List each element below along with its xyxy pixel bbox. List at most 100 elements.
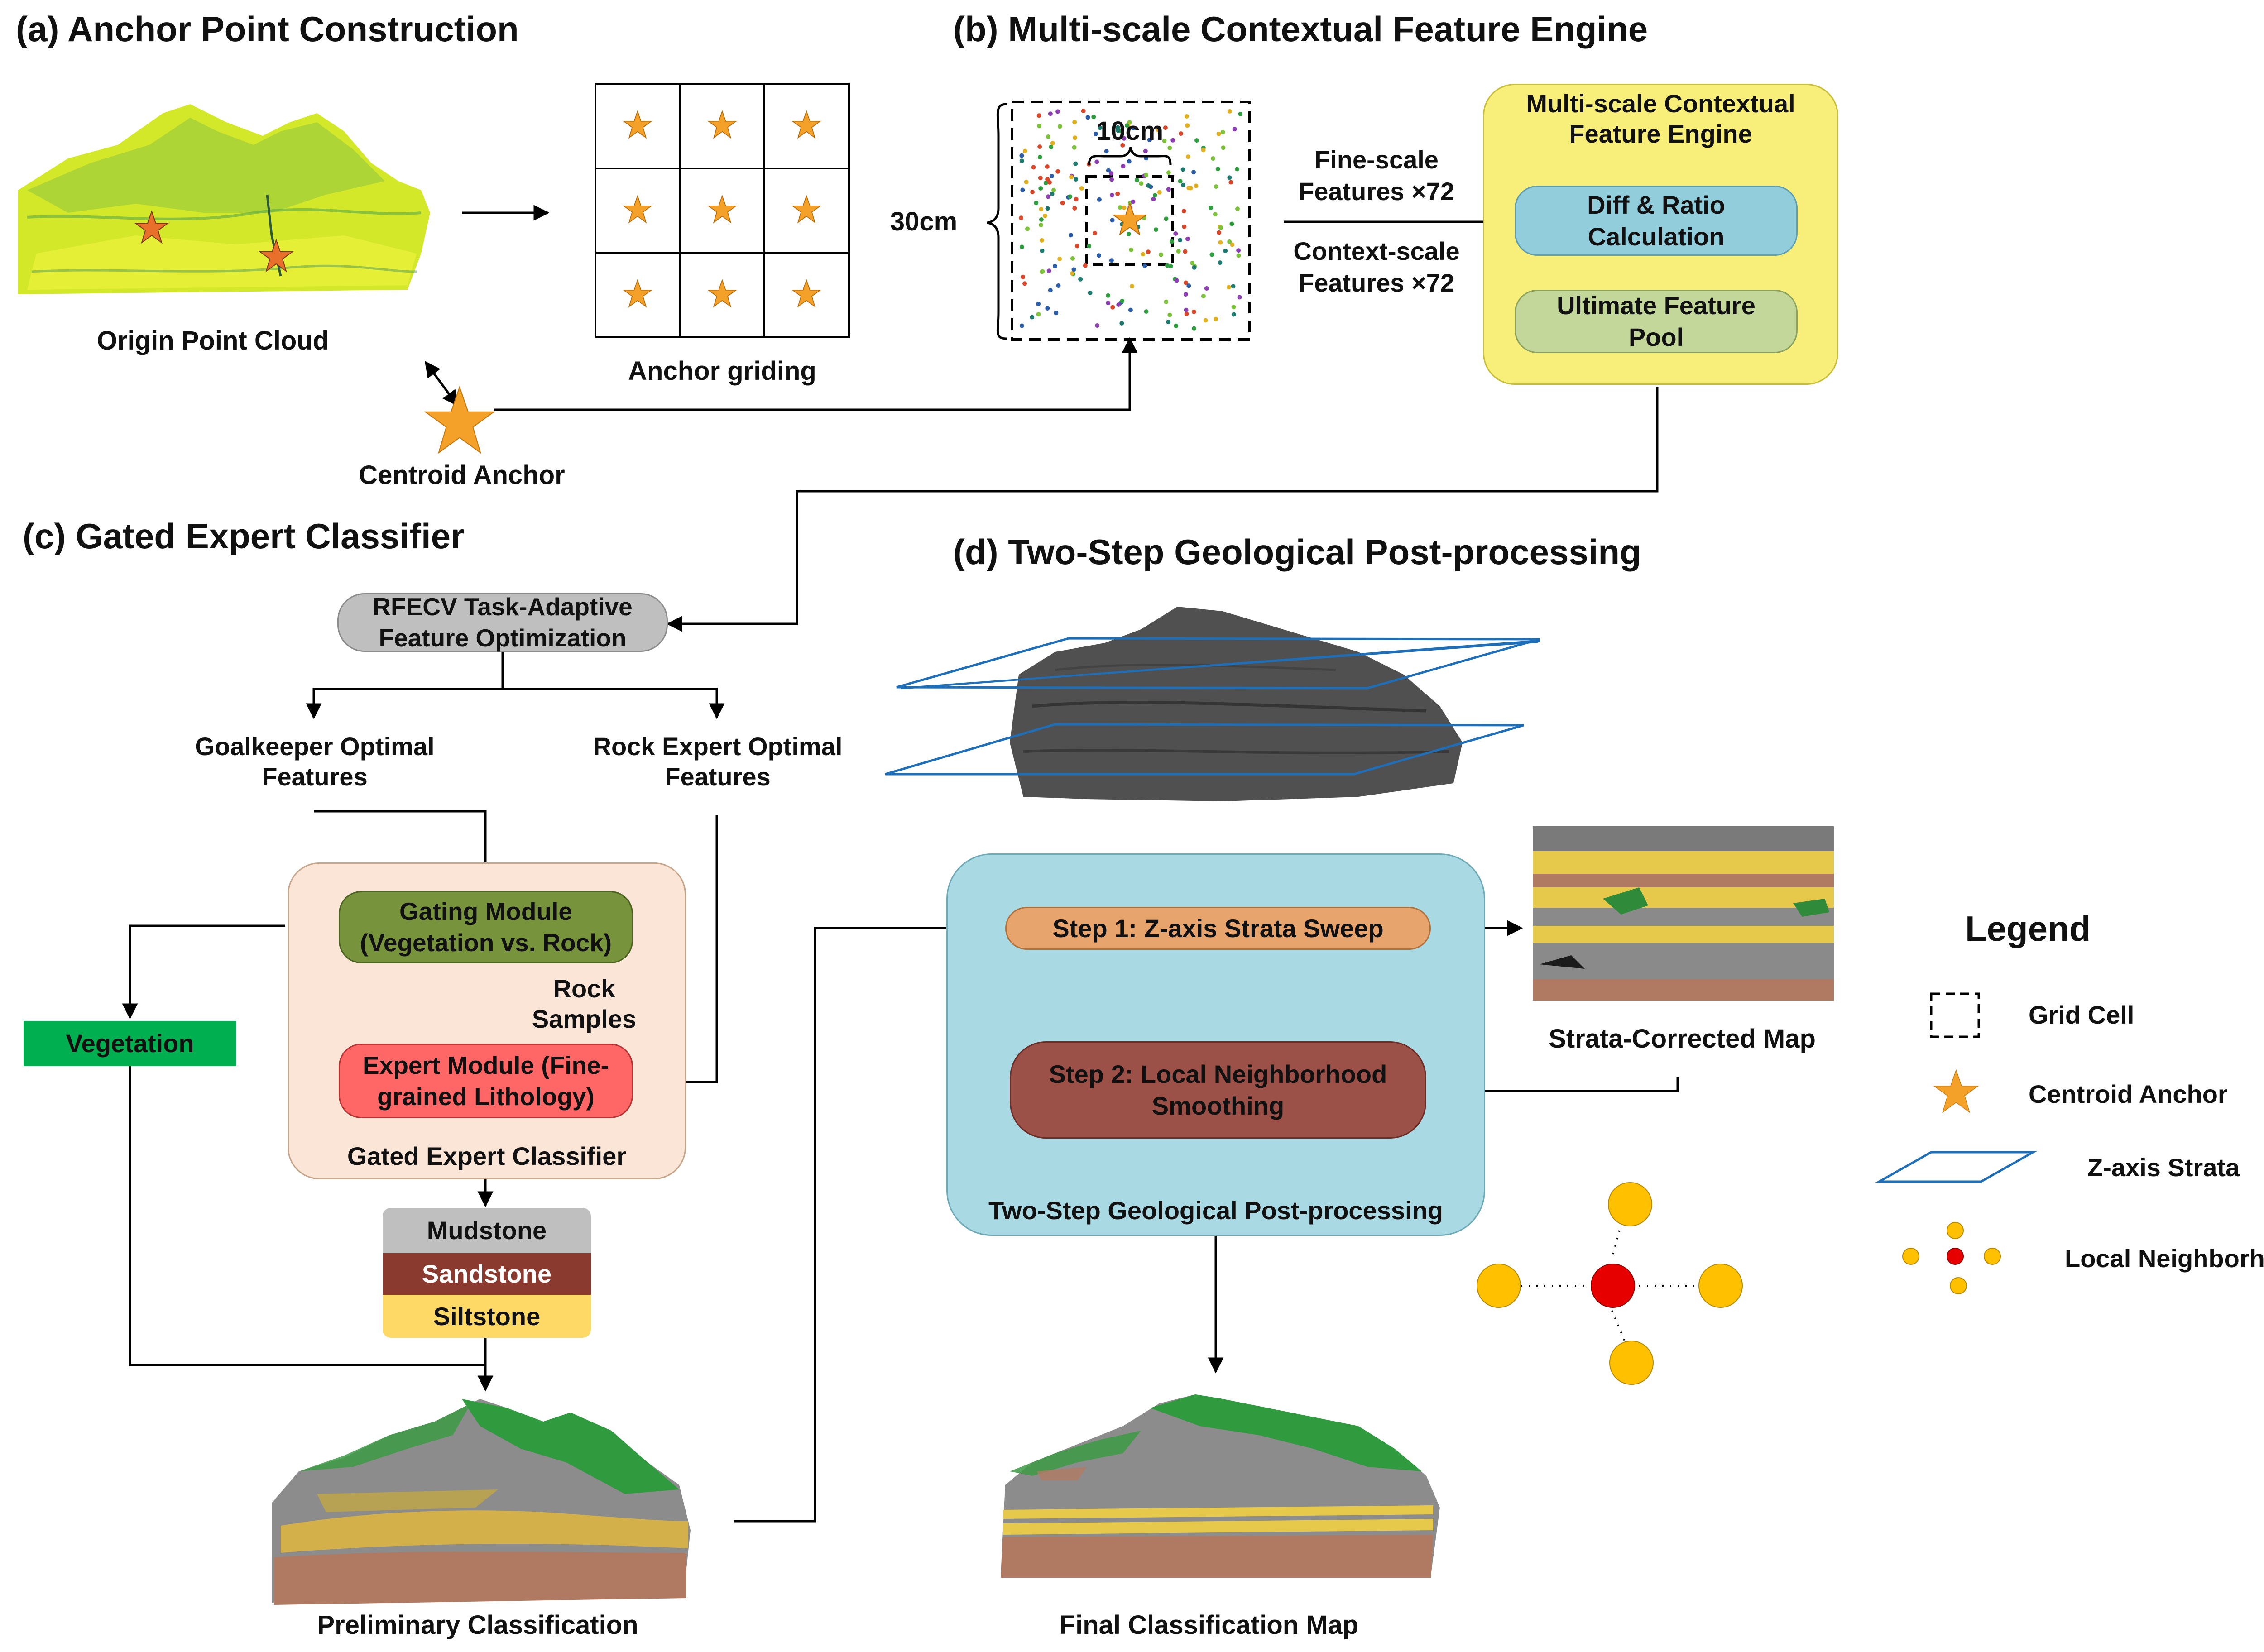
scatter-point bbox=[1022, 148, 1027, 153]
size-10cm-label: 10cm bbox=[1096, 116, 1164, 146]
section-a-title: (a) Anchor Point Construction bbox=[16, 9, 519, 49]
scatter-point bbox=[1151, 196, 1156, 201]
scatter-point bbox=[1038, 176, 1043, 181]
grid-anchor-star-8 bbox=[792, 279, 821, 307]
arrow-rfecv-to-rock-expert bbox=[503, 688, 725, 719]
strata-plane-upper bbox=[896, 637, 1540, 690]
scatter-point bbox=[1088, 290, 1093, 295]
scatter-point bbox=[1166, 320, 1171, 324]
scatter-point bbox=[1128, 307, 1133, 312]
scatter-point bbox=[1040, 248, 1045, 253]
scatter-point bbox=[1030, 315, 1035, 320]
scatter-point bbox=[1120, 298, 1125, 303]
scatter-point bbox=[1213, 212, 1218, 217]
scatter-point bbox=[1204, 286, 1209, 291]
scatter-point bbox=[1036, 312, 1041, 317]
scatter-point bbox=[1122, 136, 1127, 141]
scatter-point bbox=[1185, 154, 1190, 159]
scatter-point bbox=[1167, 145, 1172, 150]
scatter-point bbox=[1184, 307, 1189, 312]
scatter-point bbox=[1210, 156, 1215, 161]
scatter-point bbox=[1095, 323, 1100, 328]
arrow-goalkeeper-to-gating bbox=[314, 810, 494, 887]
scatter-point bbox=[1168, 264, 1173, 268]
scatter-point bbox=[1236, 253, 1241, 258]
centroid-anchor-star bbox=[425, 387, 494, 454]
legend-grid-cell-icon bbox=[1930, 992, 1980, 1038]
scatter-point bbox=[1038, 186, 1043, 191]
scatter-point bbox=[1031, 165, 1036, 170]
scatter-point bbox=[1164, 299, 1169, 304]
scatter-point bbox=[1185, 123, 1190, 128]
scatter-point bbox=[1040, 238, 1044, 243]
context-scale-features-label: Context-scale Features ×72 bbox=[1272, 235, 1481, 299]
legend-grid-cell-label: Grid Cell bbox=[2029, 1001, 2134, 1029]
scatter-point bbox=[1229, 221, 1234, 226]
scatter-point bbox=[1162, 139, 1167, 143]
scatter-point bbox=[1181, 182, 1186, 187]
scatter-point bbox=[1185, 236, 1190, 241]
scatter-point bbox=[1039, 207, 1044, 211]
scatter-point bbox=[1120, 143, 1125, 148]
scatter-point bbox=[1186, 186, 1191, 191]
scatter-point bbox=[1020, 187, 1025, 192]
scatter-point bbox=[1039, 217, 1044, 222]
scatter-point bbox=[1045, 177, 1050, 182]
scatter-point bbox=[1215, 167, 1220, 172]
scatter-point bbox=[1216, 131, 1221, 136]
scatter-point bbox=[1045, 206, 1050, 211]
scatter-point bbox=[1048, 111, 1053, 116]
scatter-point bbox=[1236, 248, 1241, 253]
scatter-point bbox=[1156, 127, 1161, 132]
scatter-point bbox=[1191, 309, 1196, 314]
origin-point-cloud-label: Origin Point Cloud bbox=[96, 326, 329, 355]
scatter-point bbox=[1179, 131, 1184, 136]
preliminary-classification-image bbox=[272, 1399, 691, 1605]
scatter-point bbox=[1043, 181, 1048, 186]
expert-module-box: Expert Module (Fine-grained Lithology) bbox=[339, 1044, 633, 1118]
fine-scale-line1: Fine-scale bbox=[1314, 145, 1439, 174]
scatter-point bbox=[1072, 206, 1077, 211]
scatter-point bbox=[1164, 216, 1169, 221]
scatter-point bbox=[1054, 311, 1059, 316]
scatter-point bbox=[1152, 193, 1157, 198]
scatter-point bbox=[1221, 145, 1226, 150]
scatter-point bbox=[1056, 283, 1061, 288]
scatter-point bbox=[1157, 190, 1162, 195]
scatter-point bbox=[1109, 193, 1114, 197]
legend-z-axis-strata-label: Z-axis Strata bbox=[2087, 1153, 2240, 1182]
scatter-point bbox=[1116, 302, 1121, 307]
scatter-point bbox=[1109, 177, 1114, 182]
scatter-point bbox=[1048, 288, 1053, 293]
post-processing-panel-label: Two-Step Geological Post-processing bbox=[988, 1196, 1443, 1225]
scatter-point bbox=[1060, 201, 1065, 206]
scatter-point bbox=[1218, 225, 1223, 230]
scatter-point bbox=[1227, 239, 1232, 244]
scatter-point bbox=[1115, 191, 1120, 196]
scatter-point bbox=[1087, 244, 1092, 249]
scatter-point bbox=[1047, 180, 1052, 185]
fine-scale-features-label: Fine-scale Features ×72 bbox=[1281, 144, 1472, 207]
scatter-point bbox=[1180, 167, 1185, 172]
scatter-point bbox=[1081, 109, 1086, 113]
scatter-point bbox=[1227, 175, 1232, 180]
brace-10cm bbox=[1088, 147, 1172, 166]
scatter-point bbox=[1220, 129, 1225, 134]
scatter-point bbox=[1036, 113, 1041, 118]
legend-local-neighborhood-label: Local Neighborhood bbox=[2065, 1244, 2264, 1273]
scatter-point bbox=[1021, 274, 1026, 279]
scatter-point bbox=[1184, 114, 1189, 119]
scatter-point bbox=[1071, 267, 1076, 272]
scatter-point bbox=[1184, 311, 1189, 316]
grid-anchor-star-7 bbox=[708, 279, 737, 307]
scatter-point bbox=[1181, 209, 1186, 214]
scatter-point bbox=[1201, 294, 1206, 298]
scatter-point bbox=[1019, 153, 1024, 158]
class-siltstone: Siltstone bbox=[383, 1295, 591, 1338]
anchor-griding-label: Anchor griding bbox=[628, 356, 816, 386]
scatter-point bbox=[1083, 263, 1088, 268]
scatter-point bbox=[1019, 158, 1024, 163]
scatter-point bbox=[1073, 161, 1078, 166]
scatter-point bbox=[1167, 312, 1172, 317]
scatter-point bbox=[1034, 201, 1039, 206]
